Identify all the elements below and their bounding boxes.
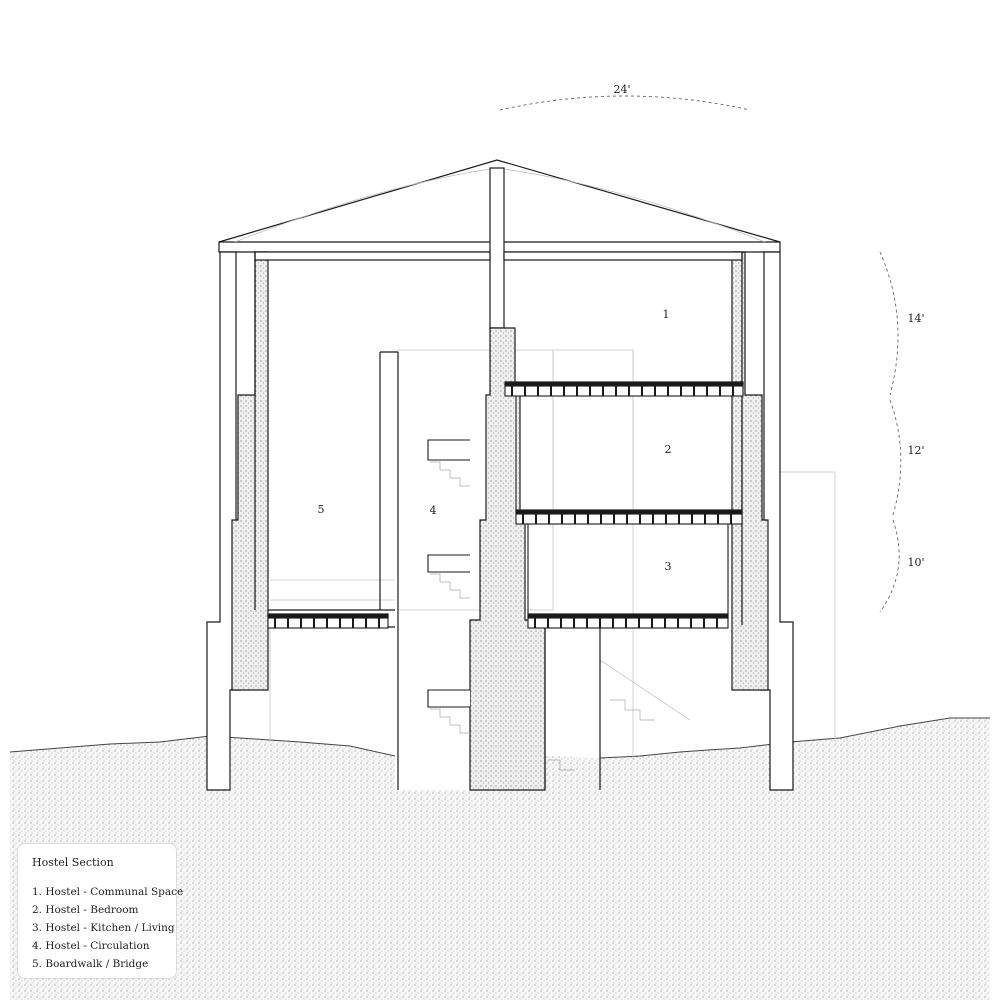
floor-slab-2 [515, 509, 743, 525]
legend-item: 1. Hostel - Communal Space [32, 886, 184, 898]
inner-walls [254, 251, 743, 790]
stair-landings [427, 439, 470, 708]
central-core [469, 167, 546, 791]
background-elevation [269, 349, 836, 760]
ground-fill [10, 718, 990, 1000]
legend-item: 5. Boardwalk / Bridge [32, 958, 149, 970]
legend-item: 2. Hostel - Bedroom [32, 904, 139, 916]
dimension-lines [499, 95, 902, 613]
room-number-2: 2 [665, 443, 672, 456]
height-dimension-arc-3 [879, 519, 900, 613]
room-number-1: 1 [663, 308, 670, 321]
legend-item: 4. Hostel - Circulation [32, 940, 150, 952]
floor-joists [274, 386, 734, 628]
room-number-4: 4 [430, 504, 437, 517]
legend-box: Hostel Section 1. Hostel - Communal Spac… [17, 843, 184, 979]
right-wall [731, 251, 794, 791]
left-wall [206, 251, 269, 791]
height-dimension-label-3: 10' [907, 556, 924, 569]
height-dimension-label-1: 14' [907, 312, 924, 325]
legend-title: Hostel Section [32, 856, 114, 869]
room-boundaries [515, 396, 743, 614]
legend-item: 3. Hostel - Kitchen / Living [32, 922, 175, 934]
room-number-3: 3 [665, 560, 672, 573]
legend-list: 1. Hostel - Communal Space 2. Hostel - B… [32, 883, 184, 973]
stair-treads [430, 461, 655, 771]
room-number-5: 5 [318, 503, 325, 516]
floor-slab-3 [527, 613, 729, 629]
height-dimension-arc-2 [889, 399, 902, 516]
width-dimension-arc [499, 95, 751, 111]
width-dimension-label: 24' [613, 83, 630, 96]
height-dimension-label-2: 12' [907, 444, 924, 457]
height-dimension-arc-1 [879, 251, 899, 396]
